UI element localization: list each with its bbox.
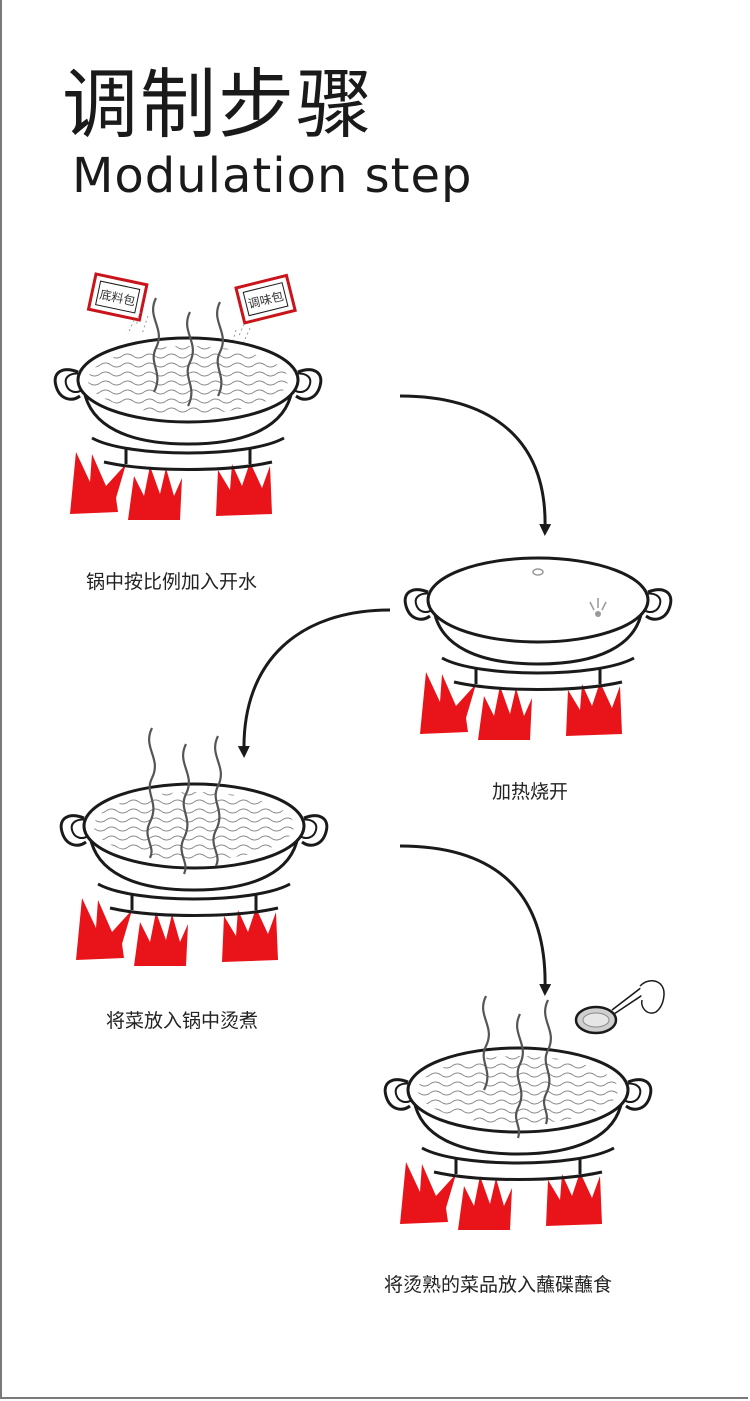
arrow-step2-to-step3 [237,608,391,758]
packet-label-left: 底料包 [98,286,136,308]
steam-line [514,1013,524,1139]
steam-line [180,743,190,875]
steam-line [542,999,552,1125]
page-title: 调制步骤 [62,60,374,149]
step3-caption: 将菜放入锅中烫煮 [106,1010,259,1032]
steam-line [212,735,222,867]
page-subtitle: Modulation step [72,148,473,204]
step4-illustration [383,995,653,1230]
seasoning-packet-left: 底料包 [86,272,149,322]
step1-caption: 锅中按比例加入开水 [86,571,258,593]
steam-line [482,995,490,1091]
step1-illustration: 底料包 调味包 [53,272,323,520]
steam-line [216,301,224,397]
dipping-saucer-icon [574,980,665,1035]
steam-line [186,311,194,407]
step2-caption: 加热烧开 [492,781,569,803]
hand-icon [639,980,665,1014]
bubble-icon [532,568,544,576]
step4-caption: 将烫熟的菜品放入蘸碟蘸食 [384,1274,613,1296]
steam-line [152,297,160,393]
step3-illustration [59,727,329,966]
steam-line [146,727,156,859]
arrow-step1-to-step2 [399,394,552,536]
step2-illustration [403,556,673,740]
seasoning-packet-right: 调味包 [234,273,297,325]
arrow-step3-to-step4 [399,844,552,996]
